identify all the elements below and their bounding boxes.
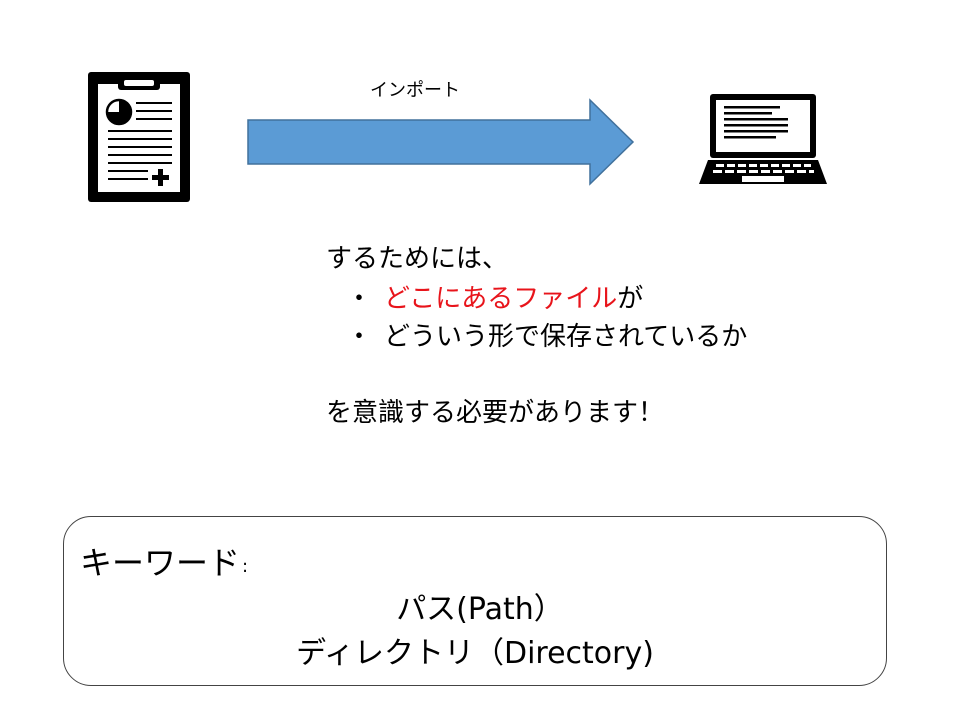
keyword-directory: ディレクトリ（Directory) [296, 636, 654, 671]
keyword-colon: : [242, 556, 249, 577]
keyword-box [63, 516, 887, 686]
keyword-path: パス(Path） [396, 592, 564, 627]
bullet-mark: ・ [346, 284, 373, 314]
keyword-title-text: キーワード [80, 544, 241, 582]
bullet-mark: ・ [346, 322, 373, 352]
bullet-item-2: ・どういう形で保存されているか [346, 320, 747, 354]
laptop-icon [699, 94, 827, 184]
bullet-item-1: ・どこにあるファイルが [346, 282, 643, 316]
medical-document-icon [88, 72, 190, 202]
import-arrow [247, 98, 635, 186]
note-text: を意識する必要があります！ [326, 398, 665, 428]
arrow-label: インポート [370, 80, 460, 101]
intro-text: するためには、 [326, 244, 509, 274]
keyword-title: キーワード: [80, 538, 248, 584]
highlighted-text: どこにあるファイル [384, 284, 618, 314]
bullet-2-text: どういう形で保存されているか [384, 322, 748, 352]
bullet-1-suffix: が [617, 284, 644, 314]
